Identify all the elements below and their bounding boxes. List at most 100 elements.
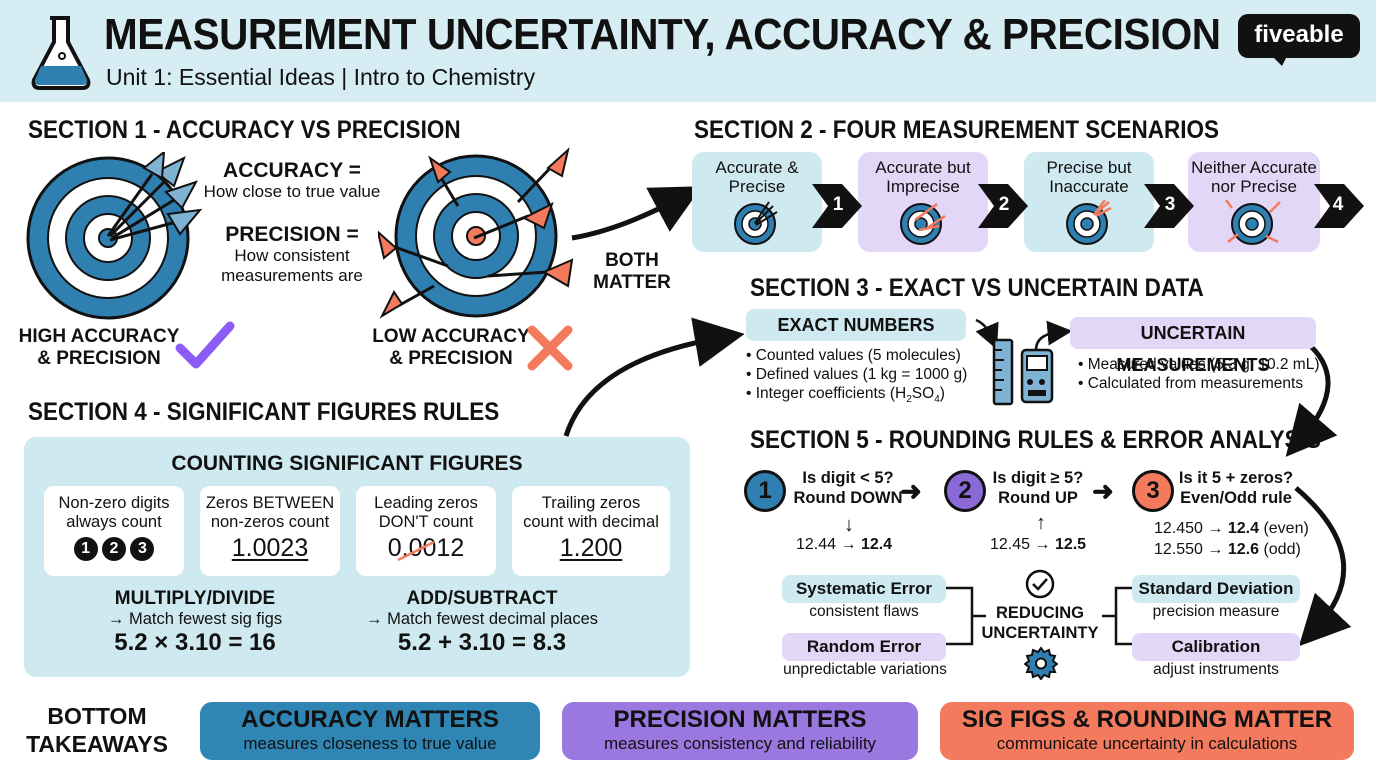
gear-icon	[1024, 646, 1058, 680]
cross-icon	[527, 325, 573, 371]
random-error-desc: unpredictable variations	[783, 661, 947, 678]
accuracy-definition: How close to true value	[203, 182, 381, 201]
add-subtract-rule: → Match fewest decimal places	[365, 610, 598, 628]
high-accuracy-label-line1: HIGH ACCURACY	[18, 326, 180, 347]
rule-between-example: 1.0023	[231, 534, 309, 562]
scenario-2-line2: Imprecise	[886, 177, 960, 196]
section2-title: SECTION 2 - FOUR MEASUREMENT SCENARIOS	[694, 116, 1220, 144]
multiply-divide-title: MULTIPLY/DIVIDE	[114, 588, 276, 609]
step-3-action: Even/Odd rule	[1180, 489, 1292, 507]
digit-circle-1: 1	[73, 537, 98, 561]
chevron-arrow-1-icon	[812, 184, 862, 228]
rule-card-leading-zeros: Leading zeros DON'T count 0.0012	[356, 486, 496, 576]
digit-circle-2: 2	[102, 537, 126, 561]
precision-definition-line1: How consistent	[234, 246, 350, 265]
down-arrow-icon: ↓	[844, 514, 854, 536]
chevron-arrow-4-icon	[1314, 184, 1364, 228]
exact-item-defined: • Defined values (1 kg = 1000 g)	[746, 366, 968, 383]
scenario-3-line2: Inaccurate	[1049, 177, 1129, 196]
rule-leading-line2: DON'T count	[378, 513, 474, 531]
scenario-4-line2: nor Precise	[1211, 177, 1297, 196]
scenario-2-number: 2	[998, 194, 1010, 215]
ruler-and-meter-icon	[975, 318, 1070, 406]
step-arrow-2-3: ➜	[1092, 476, 1114, 506]
fiveable-logo: fiveable	[1238, 14, 1360, 58]
scenario-card-1: Accurate & Precise	[692, 152, 822, 252]
rule-card-nonzero: Non-zero digits always count 1 2 3	[44, 486, 184, 576]
step-1-action: Round DOWN	[793, 489, 903, 507]
step-2-question: Is digit ≥ 5?	[992, 469, 1084, 487]
bottom-label-line2: TAKEAWAYS	[26, 731, 168, 757]
step-3-example-even: 12.450 → 12.4 (even)	[1154, 520, 1309, 537]
takeaway-sigfigs-title: SIG FIGS & ROUNDING MATTER	[961, 706, 1333, 733]
page-subtitle: Unit 1: Essential Ideas | Intro to Chemi…	[106, 64, 536, 90]
section5-title: SECTION 5 - ROUNDING RULES & ERROR ANALY…	[750, 426, 1321, 454]
rule-leading-example-wrap: 0.0012	[388, 534, 464, 563]
rule-card-trailing-zeros: Trailing zeros count with decimal 1.200	[512, 486, 670, 576]
systematic-error-desc: consistent flaws	[809, 603, 919, 620]
check-circle-icon	[1025, 569, 1055, 599]
rule-trailing-line1: Trailing zeros	[541, 494, 641, 512]
target-precise-inaccurate-icon	[1066, 199, 1112, 245]
scenario-3-number: 3	[1164, 194, 1176, 215]
add-subtract-title: ADD/SUBTRACT	[406, 588, 558, 609]
step-arrow-1-2: ➜	[900, 476, 922, 506]
takeaway-precision-desc: measures consistency and reliability	[603, 734, 877, 753]
both-matter-line1: BOTH	[605, 250, 659, 271]
page-title: MEASUREMENT UNCERTAINTY, ACCURACY & PREC…	[104, 10, 1221, 59]
exact-item-coefficients: • Integer coefficients (H2SO4)	[746, 385, 945, 406]
strike-through-mark	[397, 540, 435, 562]
rule-card-zeros-between: Zeros BETWEEN non-zeros count 1.0023	[200, 486, 340, 576]
takeaway-sigfigs: SIG FIGS & ROUNDING MATTER communicate u…	[940, 702, 1354, 760]
scenario-4-number: 4	[1332, 194, 1344, 215]
precision-definition-line2: measurements are	[221, 266, 363, 285]
reducing-uncertainty-line1: REDUCING	[995, 604, 1084, 622]
standard-deviation-title: Standard Deviation	[1132, 575, 1300, 603]
step-2-action: Round UP	[998, 489, 1078, 507]
precision-term: PRECISION =	[225, 223, 359, 246]
accuracy-term: ACCURACY =	[223, 159, 361, 182]
takeaway-accuracy-title: ACCURACY MATTERS	[241, 706, 499, 733]
up-arrow-icon: ↑	[1036, 512, 1046, 534]
uncertain-measurements-title: UNCERTAIN MEASUREMENTS	[1070, 317, 1316, 375]
takeaway-sigfigs-desc: communicate uncertainty in calculations	[996, 734, 1298, 753]
scenario-card-2: Accurate but Imprecise	[858, 152, 988, 252]
takeaway-accuracy: ACCURACY MATTERS measures closeness to t…	[200, 702, 540, 760]
both-matter-line2: MATTER	[593, 272, 671, 293]
takeaway-accuracy-desc: measures closeness to true value	[243, 734, 497, 753]
calibration-title: Calibration	[1132, 633, 1300, 661]
step-3-circle: 3	[1132, 470, 1174, 512]
counting-sig-figs-title: COUNTING SIGNIFICANT FIGURES	[171, 452, 523, 475]
scenario-2-line1: Accurate but	[875, 158, 971, 177]
chevron-arrow-2-icon	[978, 184, 1028, 228]
chevron-arrow-3-icon	[1144, 184, 1194, 228]
takeaway-precision-title: PRECISION MATTERS	[613, 706, 867, 733]
digit-circle-3: 3	[130, 537, 155, 561]
step-1-example: 12.44 → 12.4	[796, 536, 893, 553]
target-accurate-precise-icon	[734, 201, 778, 245]
header-band	[0, 0, 1376, 102]
step-3-question: Is it 5 + zeros?	[1178, 469, 1294, 487]
flask-icon	[31, 16, 91, 90]
takeaway-precision: PRECISION MATTERS measures consistency a…	[562, 702, 918, 760]
logo-tail	[1270, 54, 1288, 66]
systematic-error-title: Systematic Error	[782, 575, 946, 603]
rule-leading-line1: Leading zeros	[374, 494, 478, 512]
low-accuracy-label-line1: LOW ACCURACY	[372, 326, 530, 347]
target-high-accuracy-icon	[26, 152, 203, 320]
add-subtract-example: 5.2 + 3.10 = 8.3	[397, 629, 567, 656]
scenario-4-line1: Neither Accurate	[1191, 158, 1317, 177]
uncertain-item-calculated: • Calculated from measurements	[1078, 375, 1304, 392]
step-3-example-odd: 12.550 → 12.6 (odd)	[1154, 541, 1301, 558]
bottom-label-line1: BOTTOM	[47, 703, 147, 729]
checkmark-icon	[175, 321, 235, 369]
uncertain-item-measured: • Measured values (5.3 g, 10.2 mL)	[1078, 356, 1320, 373]
scenario-1-number: 1	[832, 194, 844, 215]
section3-title: SECTION 3 - EXACT VS UNCERTAIN DATA	[750, 274, 1204, 302]
exact-item-counted: • Counted values (5 molecules)	[746, 347, 961, 364]
target-low-accuracy-icon	[378, 147, 574, 319]
scenario-1-line1: Accurate &	[715, 158, 799, 177]
calibration-desc: adjust instruments	[1153, 661, 1279, 678]
target-neither-icon	[1225, 199, 1281, 245]
